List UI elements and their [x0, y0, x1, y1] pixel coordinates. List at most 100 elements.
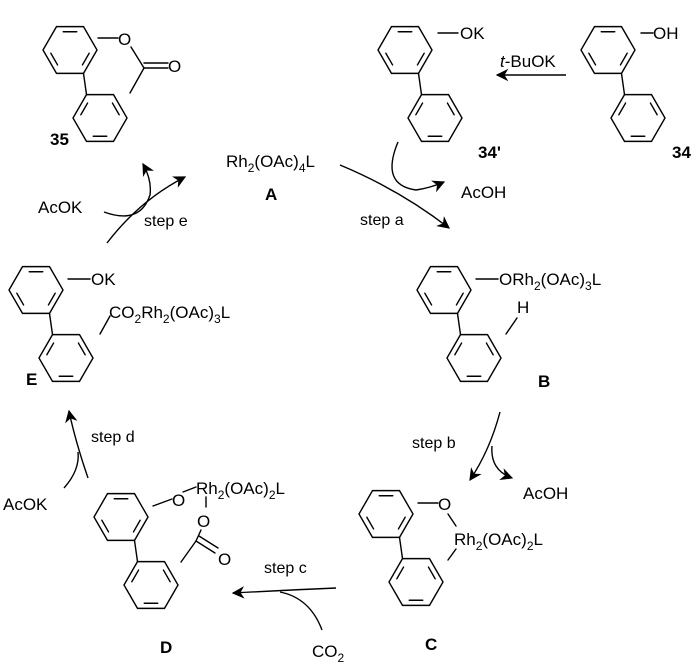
- biaryl-bond-B: [456, 312, 462, 336]
- double-bond: [132, 519, 141, 533]
- arrow-step-b: [469, 411, 501, 482]
- double-bond: [427, 566, 436, 580]
- step-a-label: step a: [360, 212, 404, 229]
- ring-outline: [446, 333, 502, 383]
- ring-B-bottom: [446, 333, 502, 383]
- bond-c-ring: [180, 540, 197, 563]
- step-b-label: step b: [412, 435, 456, 452]
- double-bond: [397, 516, 406, 530]
- double-bond: [618, 102, 627, 116]
- double-bond: [455, 292, 464, 306]
- double-bond: [385, 52, 394, 66]
- ring-outline: [388, 557, 444, 607]
- ring-outline: [407, 93, 463, 143]
- bond-o1-rh: [182, 486, 197, 493]
- formula-A: Rh2(OAc)4L: [226, 152, 315, 175]
- double-bond: [50, 52, 59, 66]
- biaryl-bond-E: [48, 312, 54, 336]
- double-bond: [101, 519, 110, 533]
- double-bond: [619, 52, 628, 66]
- oxygen-D-1: O: [172, 491, 185, 510]
- formula-C: Rh2(OAc)2L: [454, 530, 543, 553]
- compound-D: O Rh2(OAc)2L O O D: [152, 479, 285, 657]
- substituent-ok-E: OK: [91, 270, 116, 289]
- arrow-step-a: [339, 164, 450, 229]
- tbuok-rest: -BuOK: [505, 52, 557, 71]
- compound-E: OK CO2Rh2(OAc)3L E: [26, 270, 230, 389]
- double-bond: [77, 342, 86, 356]
- double-bond: [424, 292, 433, 306]
- ring-outline: [610, 93, 666, 143]
- compound-label-B: B: [538, 372, 550, 391]
- step-b: step b AcOH: [412, 411, 568, 503]
- compound-A: Rh2(OAc)4L A: [226, 152, 315, 204]
- ring-C-top: [358, 489, 414, 539]
- arrow-step-e: [106, 176, 187, 244]
- step-d-label: step d: [91, 429, 135, 446]
- step-e: AcOK step e: [38, 162, 188, 244]
- ring-oxygen: O: [118, 30, 131, 49]
- carbonyl-bond-2: [198, 535, 219, 549]
- ring-D-bottom: [123, 560, 179, 610]
- biaryl-bond-34: [620, 72, 626, 96]
- arrow-co2-in: [279, 591, 323, 631]
- double-bond: [454, 342, 463, 356]
- compound-label-D: D: [160, 638, 172, 657]
- compound-34-prime: OK 34': [437, 24, 501, 162]
- ring-34prime-top: [377, 25, 433, 75]
- oxygen-D-2: O: [197, 512, 210, 531]
- arrow-34prime-in: [391, 141, 417, 191]
- bond-o-c: [130, 46, 145, 69]
- formula-D: Rh2(OAc)2L: [196, 479, 285, 502]
- ring-35-bottom: [72, 93, 128, 143]
- arrow-acoh-out-a: [415, 180, 446, 193]
- reagent-acoh-a: AcOH: [461, 183, 506, 202]
- deprotonation-arrow: t-BuOK: [495, 52, 566, 82]
- bond-c-h: [505, 317, 518, 335]
- reagent-acok-d: AcOK: [3, 495, 48, 514]
- reagent-co2: CO2: [312, 642, 345, 665]
- arrow-35-out: [103, 162, 155, 217]
- biaryl-bond-D: [133, 539, 139, 563]
- ring-B-top: [416, 265, 472, 315]
- double-bond: [46, 342, 55, 356]
- ring-outline: [93, 492, 149, 542]
- bond-c-ring: [129, 67, 145, 94]
- arrow-step-d: [65, 409, 89, 479]
- oxygen-D-3: O: [218, 550, 231, 569]
- ortho-hydrogen: H: [517, 298, 529, 317]
- ring-34-top: [580, 25, 636, 75]
- ring-outline: [416, 265, 472, 315]
- double-bond: [485, 342, 494, 356]
- ring-34prime-bottom: [407, 93, 463, 143]
- benzene-rings: [8, 25, 666, 610]
- bond-c-o1: [152, 498, 173, 507]
- compound-35: O O 35: [50, 30, 181, 149]
- ring-outline: [72, 93, 128, 143]
- compound-label-35: 35: [50, 130, 69, 149]
- compound-C: O Rh2(OAc)2L C: [417, 495, 543, 654]
- carbonyl-oxygen: O: [168, 57, 181, 76]
- bond-c-rh: [447, 548, 457, 561]
- formula-E: CO2Rh2(OAc)3L: [109, 303, 230, 326]
- bond-o-rh: [447, 513, 457, 527]
- ring-E-bottom: [38, 333, 94, 383]
- carbonyl-bond: [195, 540, 216, 554]
- arrow-acok-d: [63, 451, 79, 489]
- double-bond: [396, 566, 405, 580]
- compound-label-E: E: [26, 370, 37, 389]
- double-bond: [415, 102, 424, 116]
- oxygen-C: O: [438, 495, 451, 514]
- step-c: step c CO2: [231, 560, 345, 665]
- double-bond: [16, 292, 25, 306]
- ring-outline: [358, 489, 414, 539]
- step-a: AcOH step a: [339, 141, 506, 229]
- ring-35-top: [42, 25, 98, 75]
- ring-D-top: [93, 492, 149, 542]
- reagent-tbuok: t-BuOK: [500, 52, 556, 71]
- biaryl-bond-35: [82, 72, 88, 96]
- compound-label-C: C: [425, 635, 437, 654]
- double-bond: [416, 52, 425, 66]
- double-bond: [162, 569, 171, 583]
